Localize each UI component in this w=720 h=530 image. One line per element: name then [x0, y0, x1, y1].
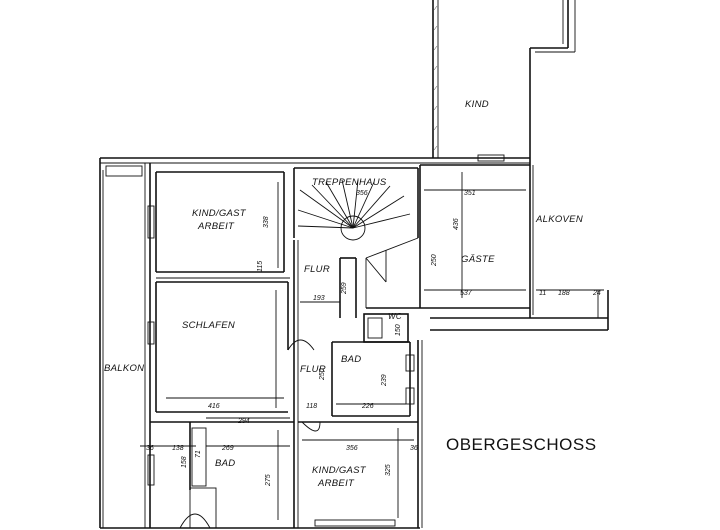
dim-118: 118 — [306, 403, 317, 410]
dim-36-right: 36 — [410, 445, 418, 452]
outer-walls — [99, 0, 609, 529]
dim-269: 269 — [221, 445, 234, 452]
dim-24: 24 — [592, 290, 601, 297]
dim-188: 188 — [558, 290, 570, 297]
room-label-kind: KIND — [465, 99, 489, 110]
dim-250b: 250 — [319, 368, 326, 381]
dim-259: 259 — [341, 282, 348, 295]
room-label-treppenhaus: TREPPENHAUS — [312, 177, 387, 188]
room-labels: KIND ALKOVEN TREPPENHAUS KIND/GAST ARBEI… — [104, 99, 583, 489]
dim-138: 138 — [172, 445, 184, 452]
floor-caption: OBERGESCHOSS — [446, 435, 597, 454]
room-label-kind-gast-top: KIND/GAST — [192, 208, 247, 219]
dimension-labels: 356 351 338 436 250 115 193 259 537 11 1… — [146, 190, 601, 487]
wall-hatching — [433, 5, 438, 151]
dim-158: 158 — [181, 456, 188, 468]
room-label-gaeste: GÄSTE — [461, 254, 495, 265]
dim-226: 226 — [361, 403, 374, 410]
dim-325: 325 — [385, 464, 392, 476]
dim-537: 537 — [460, 290, 473, 297]
dim-36-left: 36 — [146, 445, 154, 452]
room-label-flur-upper: FLUR — [304, 264, 330, 275]
dimension-lines — [140, 172, 604, 520]
room-label-kind-gast-bottom: KIND/GAST — [312, 465, 367, 476]
dim-115: 115 — [257, 261, 264, 272]
room-label-schlafen: SCHLAFEN — [182, 320, 235, 331]
dim-356-top: 356 — [356, 190, 368, 197]
interior-walls — [147, 154, 530, 529]
dim-338: 338 — [263, 216, 270, 228]
dim-294: 294 — [237, 418, 250, 425]
dim-11: 11 — [539, 290, 546, 297]
dim-239: 239 — [381, 374, 388, 387]
room-label-flur-lower: FLUR — [300, 364, 326, 375]
room-label-bad-bottom: BAD — [215, 458, 235, 469]
room-label-bad-middle: BAD — [341, 354, 361, 365]
room-label-balkon: BALKON — [104, 363, 144, 374]
dim-150: 150 — [395, 324, 402, 336]
dim-193: 193 — [313, 295, 325, 302]
dim-416: 416 — [208, 403, 220, 410]
room-label-wc: WC — [388, 312, 402, 321]
staircase-spiral — [297, 179, 411, 241]
dim-351: 351 — [464, 190, 476, 197]
dim-275: 275 — [265, 474, 272, 487]
dim-250: 250 — [431, 254, 438, 267]
dim-356-bottom: 356 — [346, 445, 358, 452]
room-label-arbeit-top: ARBEIT — [197, 221, 235, 232]
dim-436: 436 — [453, 218, 460, 230]
room-label-alkoven: ALKOVEN — [535, 214, 583, 225]
dim-71: 71 — [195, 450, 202, 458]
room-label-arbeit-bottom: ARBEIT — [317, 478, 355, 489]
